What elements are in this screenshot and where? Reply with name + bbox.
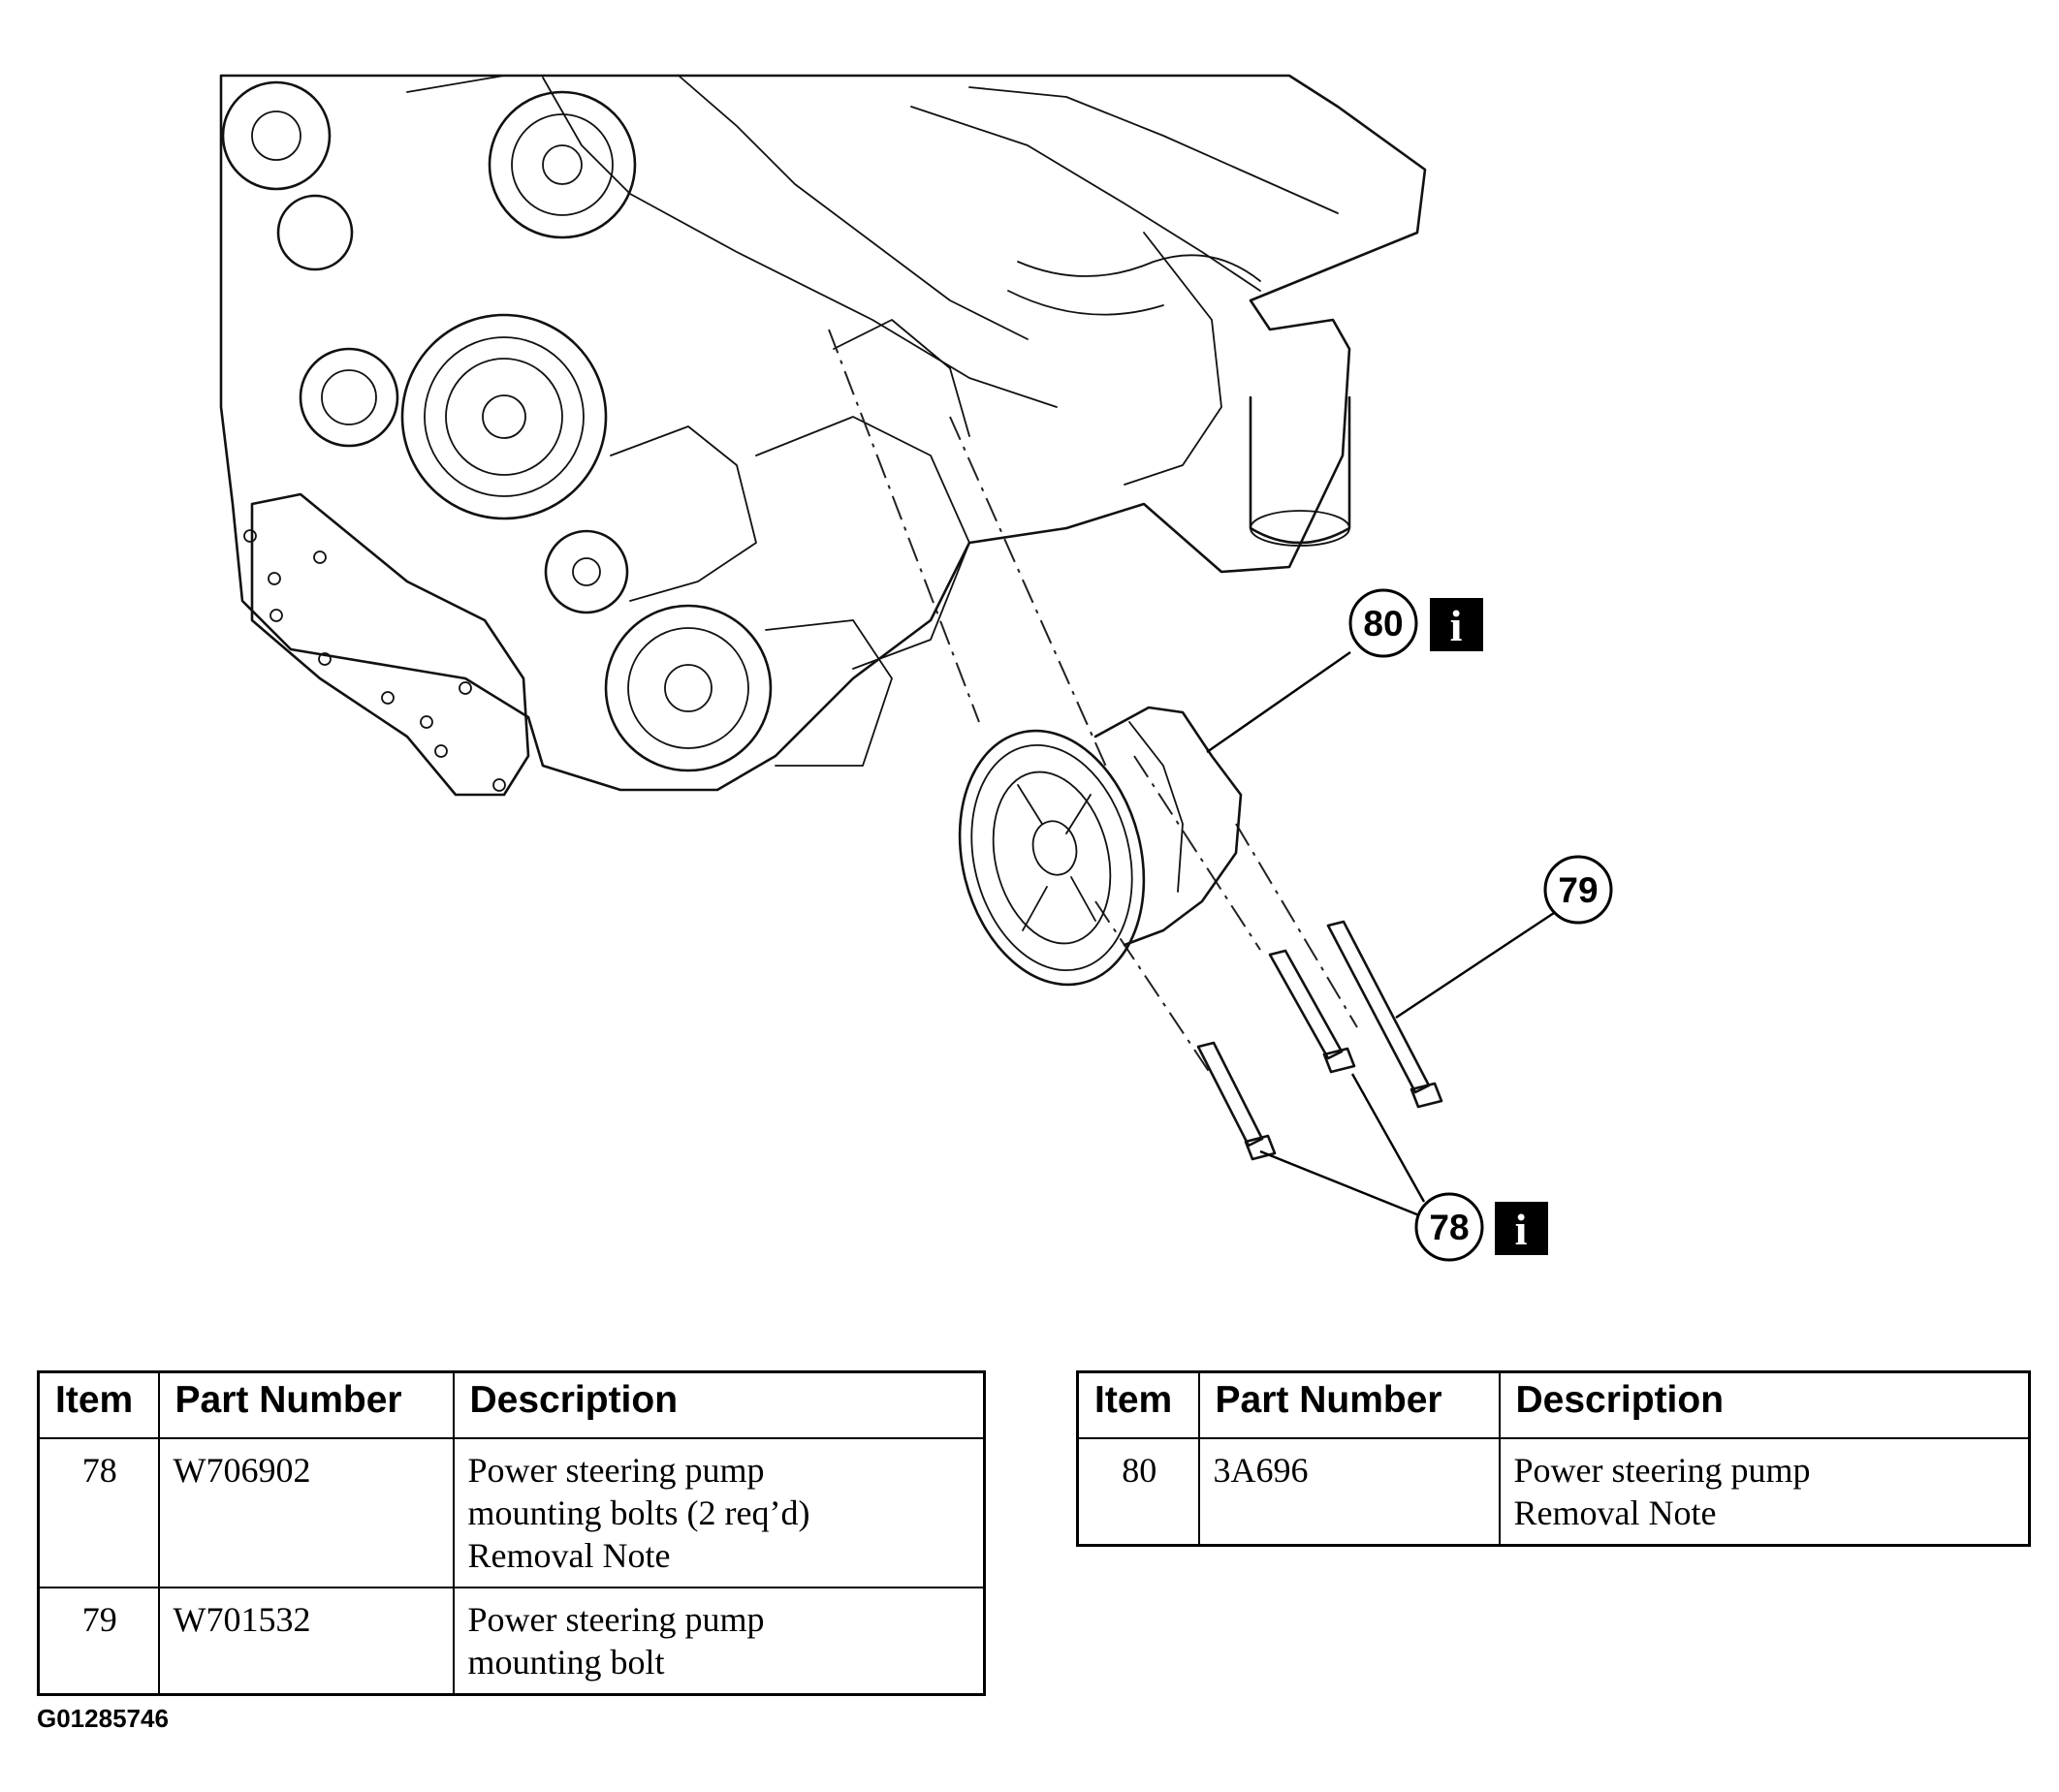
header-part-number: Part Number <box>1197 1370 1501 1439</box>
parts-table-left: Item Part Number Description 78 W706902 … <box>37 1370 986 1696</box>
callout-79-label: 79 <box>1558 870 1598 910</box>
leader-78-a <box>1259 1149 1420 1217</box>
bolt-79 <box>1326 920 1443 1109</box>
engine-line-art <box>219 74 1427 797</box>
cell-description: Power steering pump mounting bolt <box>452 1587 986 1696</box>
table-row: 79 W701532 Power steering pump mounting … <box>37 1587 986 1696</box>
leader-lines <box>1206 651 1555 1217</box>
cell-part-number: W701532 <box>157 1587 455 1696</box>
leader-80 <box>1206 651 1351 753</box>
description-line: Power steering pump <box>467 1600 765 1639</box>
figure-code: G01285746 <box>37 1704 169 1733</box>
callout-80-label: 80 <box>1363 604 1403 644</box>
table-header-row: Item Part Number Description <box>37 1370 986 1439</box>
description-line: Power steering pump <box>467 1451 765 1490</box>
callout-78-label: 78 <box>1429 1208 1469 1247</box>
cell-item: 79 <box>37 1587 160 1696</box>
description-line: mounting bolts (2 req’d) <box>467 1493 810 1532</box>
info-icon <box>1430 598 1483 651</box>
bolt-78-b <box>1268 949 1356 1074</box>
description-line: Power steering pump <box>1513 1451 1811 1490</box>
leader-78-b <box>1350 1073 1426 1203</box>
cell-description: Power steering pump Removal Note <box>1498 1437 2031 1547</box>
callout-78: 78 i <box>1414 1192 1548 1262</box>
mounting-bolts-art <box>1196 920 1443 1161</box>
parts-table-right: Item Part Number Description 80 3A696 Po… <box>1076 1370 2031 1547</box>
header-part-number: Part Number <box>157 1370 455 1439</box>
cell-part-number: 3A696 <box>1197 1437 1501 1547</box>
table-row: 80 3A696 Power steering pump Removal Not… <box>1076 1437 2031 1547</box>
header-description: Description <box>1498 1370 2031 1439</box>
header-description: Description <box>452 1370 986 1439</box>
callout-80: 80 i <box>1348 588 1483 658</box>
cell-part-number: W706902 <box>157 1437 455 1588</box>
power-steering-pump-art <box>958 706 1243 987</box>
cover-bolts <box>243 529 506 792</box>
info-icon-glyph: i <box>1450 601 1463 650</box>
callout-79: 79 <box>1543 855 1613 925</box>
description-line: mounting bolt <box>467 1643 665 1682</box>
cell-item: 80 <box>1076 1437 1200 1547</box>
cell-item: 78 <box>37 1437 160 1588</box>
table-header-row: Item Part Number Description <box>1076 1370 2031 1439</box>
description-line: Removal Note <box>1513 1493 1717 1532</box>
header-item: Item <box>37 1370 160 1439</box>
info-icon-glyph: i <box>1515 1205 1528 1254</box>
table-row: 78 W706902 Power steering pump mounting … <box>37 1437 986 1588</box>
alignment-lines <box>828 329 1358 1077</box>
bolt-78-a <box>1196 1041 1277 1161</box>
header-item: Item <box>1076 1370 1200 1439</box>
leader-79 <box>1395 911 1555 1020</box>
info-icon <box>1495 1202 1548 1255</box>
cell-description: Power steering pump mounting bolts (2 re… <box>452 1437 986 1588</box>
description-line: Removal Note <box>467 1536 671 1575</box>
